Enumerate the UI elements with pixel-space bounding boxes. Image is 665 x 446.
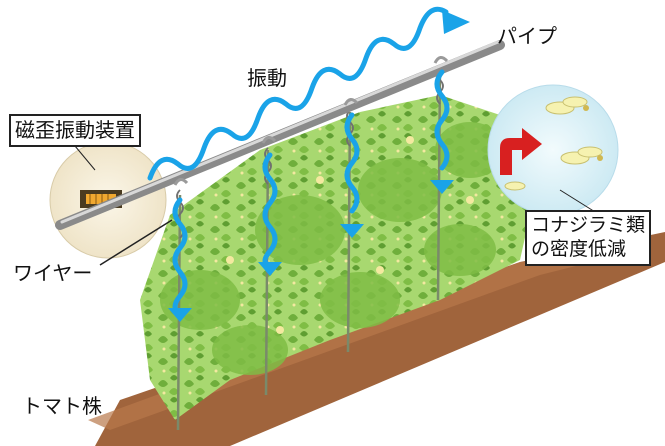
whitefly-icon	[504, 96, 603, 191]
wire-label: ワイヤー	[13, 261, 93, 285]
plant-label: トマト株	[22, 394, 102, 418]
foliage-clumps	[160, 122, 505, 375]
wire-leader-line	[99, 219, 173, 266]
effect-label-line1: コナジラミ類	[531, 214, 646, 236]
pipe-highlight	[60, 40, 500, 224]
soil-bed	[95, 232, 665, 446]
device-label: 磁歪振動装置	[9, 114, 141, 147]
soil-bed-top	[88, 250, 640, 430]
vibration-label: 振動	[247, 66, 287, 90]
pipe	[55, 40, 505, 230]
vibration-wave-arrowhead	[442, 10, 470, 34]
pipe-label: パイプ	[497, 24, 557, 48]
effect-label-line2: の密度低減	[531, 237, 627, 260]
flowers	[226, 136, 474, 334]
red-arrow-icon	[500, 128, 542, 175]
vibration-wave-icon	[147, 6, 449, 181]
pipe-hooks	[173, 56, 449, 186]
effect-label: コナジラミ類 の密度低減	[525, 210, 652, 266]
downward-wave-arrowheads	[168, 180, 454, 322]
downward-vibration-waves	[172, 69, 450, 317]
